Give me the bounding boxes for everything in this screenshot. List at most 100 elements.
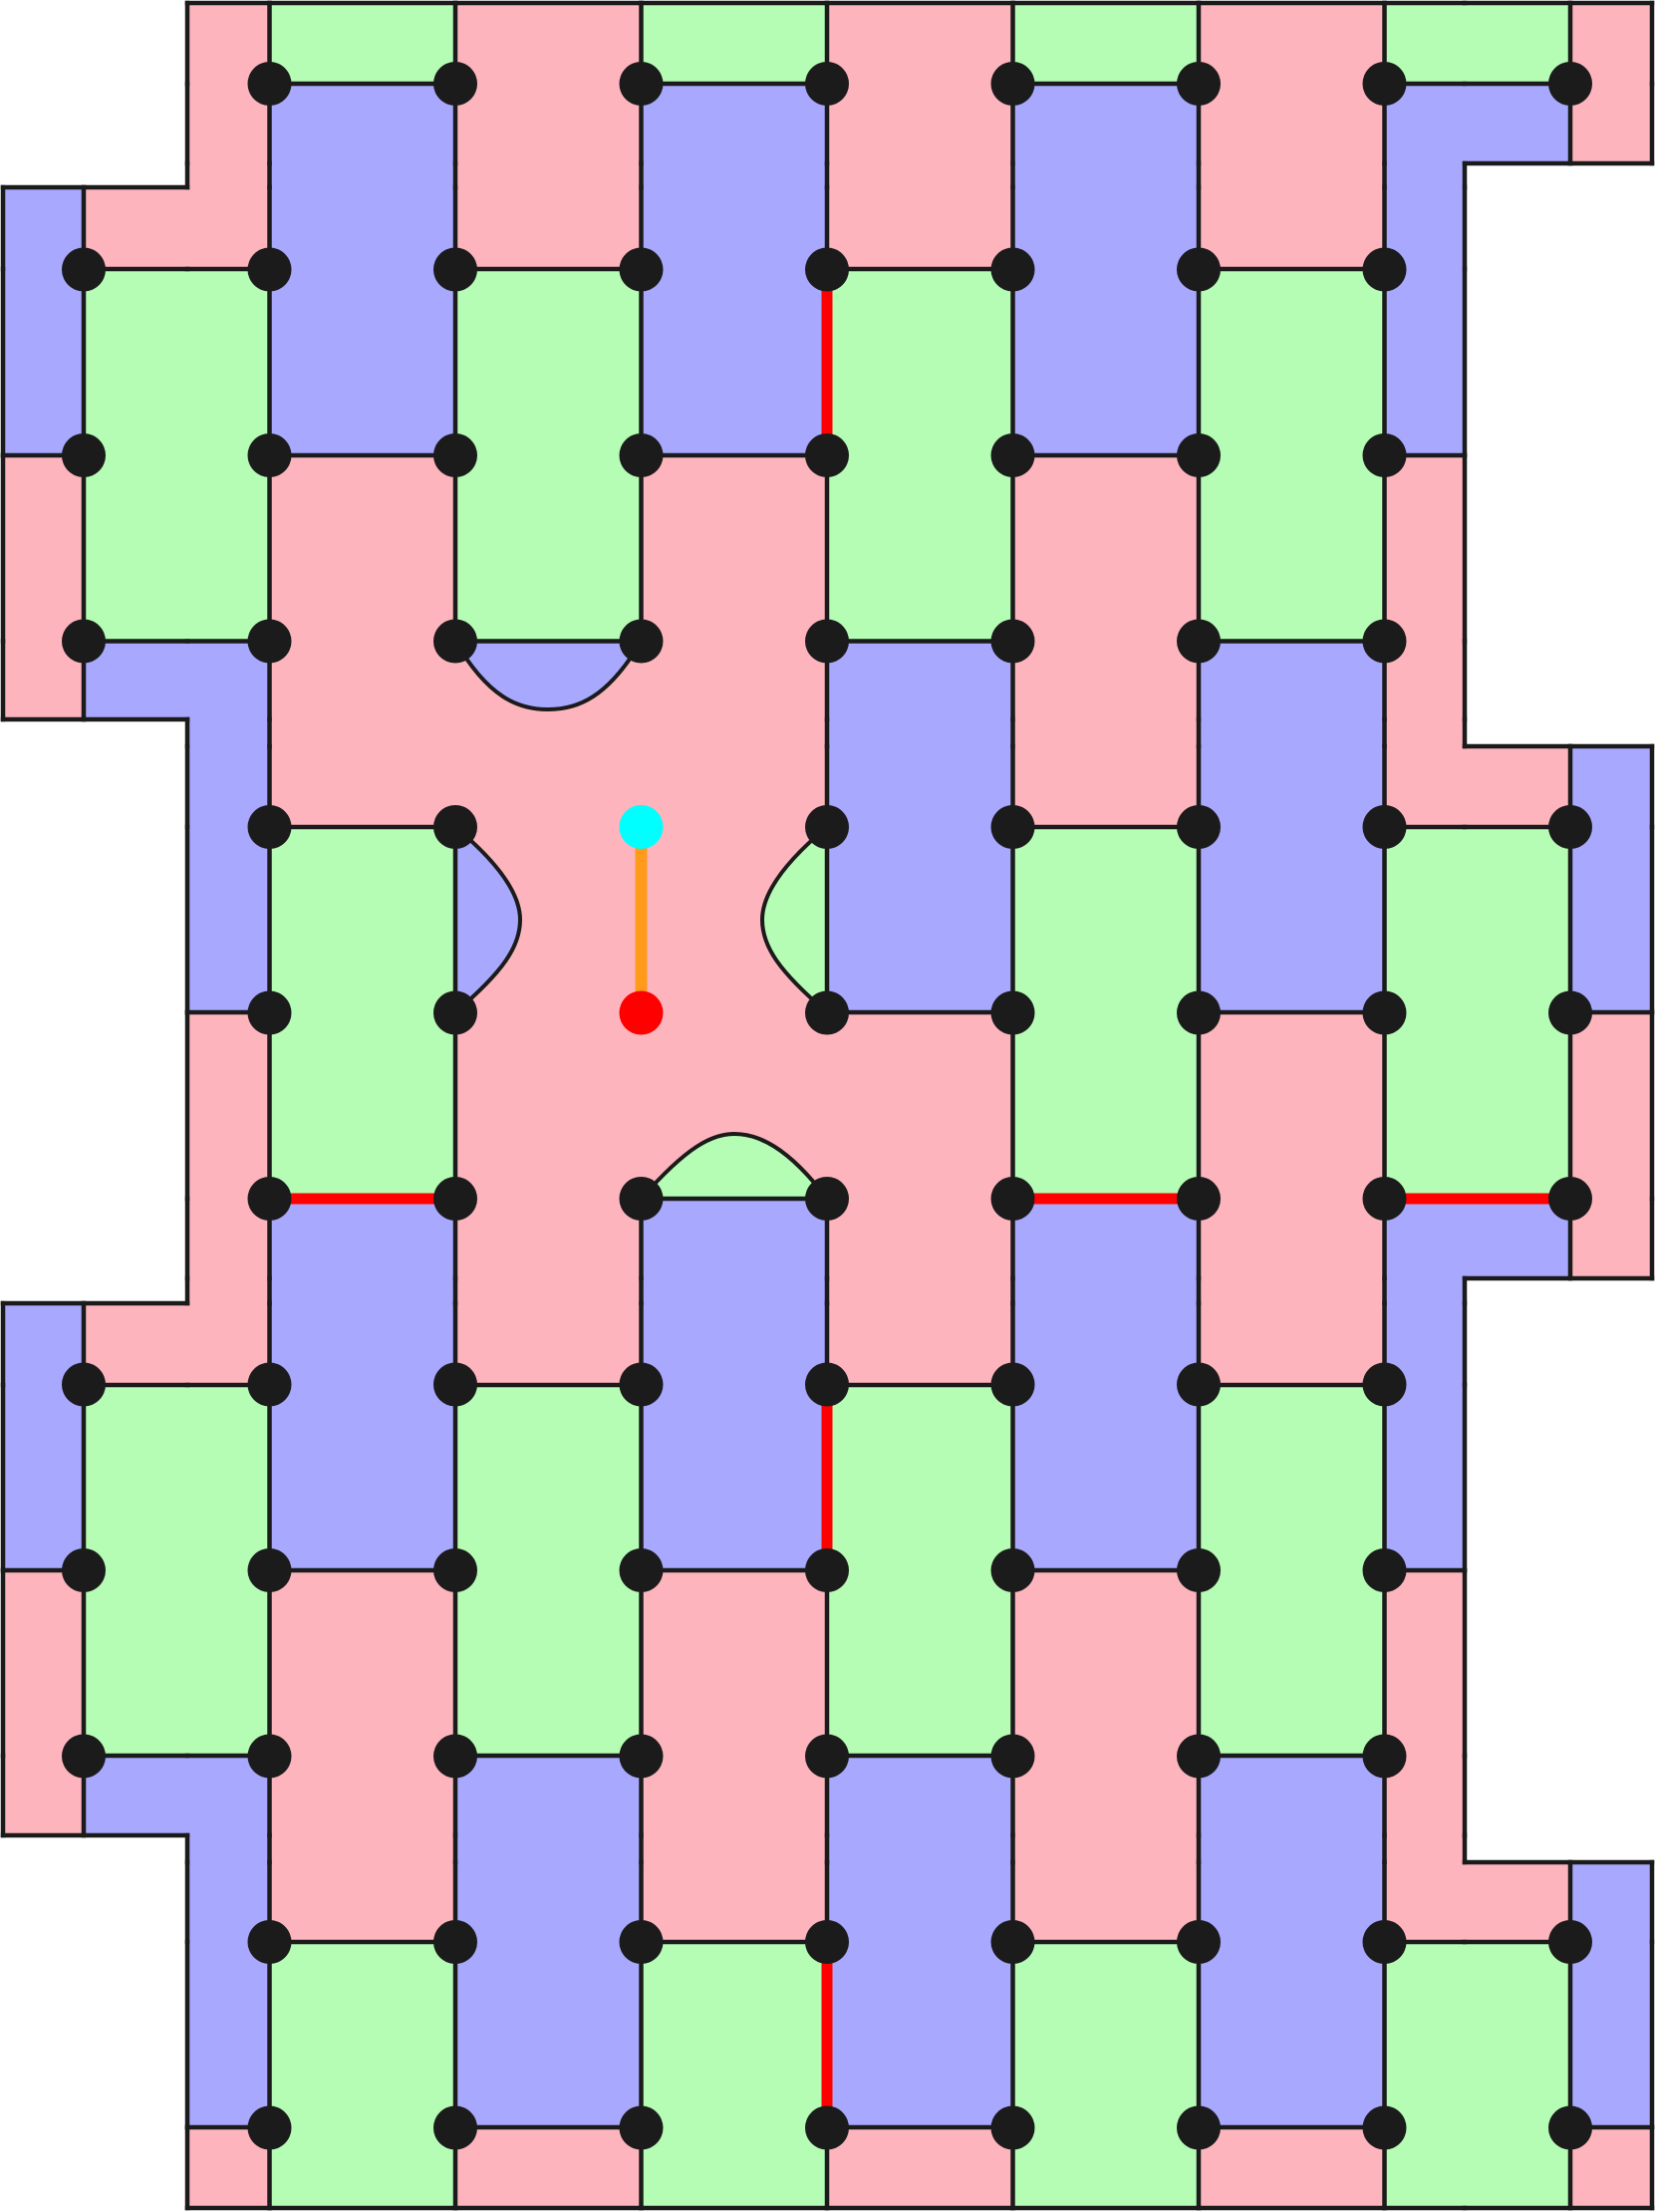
vertex xyxy=(1177,1362,1221,1407)
vertex xyxy=(247,1734,292,1779)
face-cell xyxy=(827,1862,1013,1942)
face-cell xyxy=(269,269,455,455)
face-cell xyxy=(3,1570,84,1756)
face-cell xyxy=(1199,1942,1385,2127)
face-cell xyxy=(3,269,84,455)
vertex xyxy=(619,1920,664,1964)
face-cell xyxy=(827,1199,1013,1278)
vertex xyxy=(805,1362,849,1407)
face-cell xyxy=(1012,3,1199,84)
face-cell xyxy=(455,1756,642,1835)
face-cell xyxy=(1012,1012,1199,1199)
face-cell xyxy=(1199,1199,1385,1278)
vertex xyxy=(62,1548,106,1592)
face-cell xyxy=(84,187,187,269)
face-cell xyxy=(1384,269,1465,455)
face-cell xyxy=(827,163,1013,187)
vertex xyxy=(1362,990,1407,1035)
vertex xyxy=(1548,2105,1592,2150)
face-cell xyxy=(1384,719,1465,746)
face-cell xyxy=(455,1835,642,1862)
path-markers xyxy=(619,805,664,1035)
highlighted-edges xyxy=(269,269,1570,2128)
face-cell xyxy=(455,746,642,827)
vertex xyxy=(62,247,106,292)
face-cell xyxy=(269,1199,455,1278)
face-cell xyxy=(1012,1570,1199,1756)
face-cell xyxy=(187,269,270,455)
face-cell xyxy=(827,1303,1013,1385)
vertex xyxy=(805,62,849,106)
face-cell xyxy=(1012,719,1199,746)
face-cell xyxy=(1199,641,1385,719)
face-cell xyxy=(1465,746,1570,827)
face-cell xyxy=(187,1942,270,2127)
vertex xyxy=(990,1734,1035,1779)
face-cell xyxy=(1384,1385,1465,1570)
face-cell xyxy=(641,1942,827,2127)
face-cell xyxy=(269,3,455,84)
face-cell xyxy=(641,269,827,455)
face-cell xyxy=(455,163,642,187)
face-cell xyxy=(827,1278,1013,1303)
vertex xyxy=(619,619,664,664)
face-cell xyxy=(269,1012,455,1199)
vertex xyxy=(619,2105,664,2150)
face-cell xyxy=(269,1862,455,1942)
vertex xyxy=(433,1734,477,1779)
face-cell xyxy=(641,3,827,84)
face-cell xyxy=(827,746,1013,827)
vertex xyxy=(805,990,849,1035)
face-cell xyxy=(827,719,1013,746)
face-cell xyxy=(455,1385,642,1570)
vertex xyxy=(990,62,1035,106)
vertex xyxy=(1177,1734,1221,1779)
face-cell xyxy=(269,455,455,642)
face-cell xyxy=(84,1570,187,1756)
vertex xyxy=(62,1734,106,1779)
vertex xyxy=(247,805,292,849)
face-cell xyxy=(1465,84,1570,163)
face-cell xyxy=(455,455,642,642)
face-cell xyxy=(1012,84,1199,163)
lens-face xyxy=(453,825,523,1014)
face-cell xyxy=(827,1570,1013,1756)
face-cell xyxy=(1199,187,1385,269)
face-cell xyxy=(1012,1862,1199,1942)
vertex xyxy=(805,2105,849,2150)
vertex xyxy=(247,1548,292,1592)
face-cell xyxy=(269,827,455,1012)
vertex xyxy=(990,990,1035,1035)
face-cell xyxy=(455,1278,642,1303)
vertex xyxy=(62,619,106,664)
face-cell xyxy=(641,641,827,719)
face-cell xyxy=(1199,269,1385,455)
face-cell xyxy=(455,84,642,163)
vertex xyxy=(805,619,849,664)
face-cell xyxy=(1012,641,1199,719)
face-cell xyxy=(1384,1942,1465,2127)
face-cell xyxy=(1384,1278,1465,1303)
vertex xyxy=(1548,1920,1592,1964)
vertex xyxy=(247,62,292,106)
vertex xyxy=(1177,1177,1221,1221)
vertex xyxy=(1177,1920,1221,1964)
vertex xyxy=(247,1920,292,1964)
face-cell xyxy=(827,3,1013,84)
vertex xyxy=(433,2105,477,2150)
vertex xyxy=(1177,1548,1221,1592)
face-cell xyxy=(641,455,827,642)
face-cell xyxy=(827,269,1013,455)
face-cell xyxy=(1199,1835,1385,1862)
face-cell xyxy=(269,1385,455,1570)
face-cell xyxy=(827,1012,1013,1199)
face-cell xyxy=(641,719,827,746)
face-cell xyxy=(827,1385,1013,1570)
vertex xyxy=(1362,247,1407,292)
face-cell xyxy=(187,1385,270,1570)
face-cell xyxy=(269,187,455,269)
face-cell xyxy=(641,2127,827,2208)
face-cell xyxy=(269,1278,455,1303)
face-cell xyxy=(1199,719,1385,746)
